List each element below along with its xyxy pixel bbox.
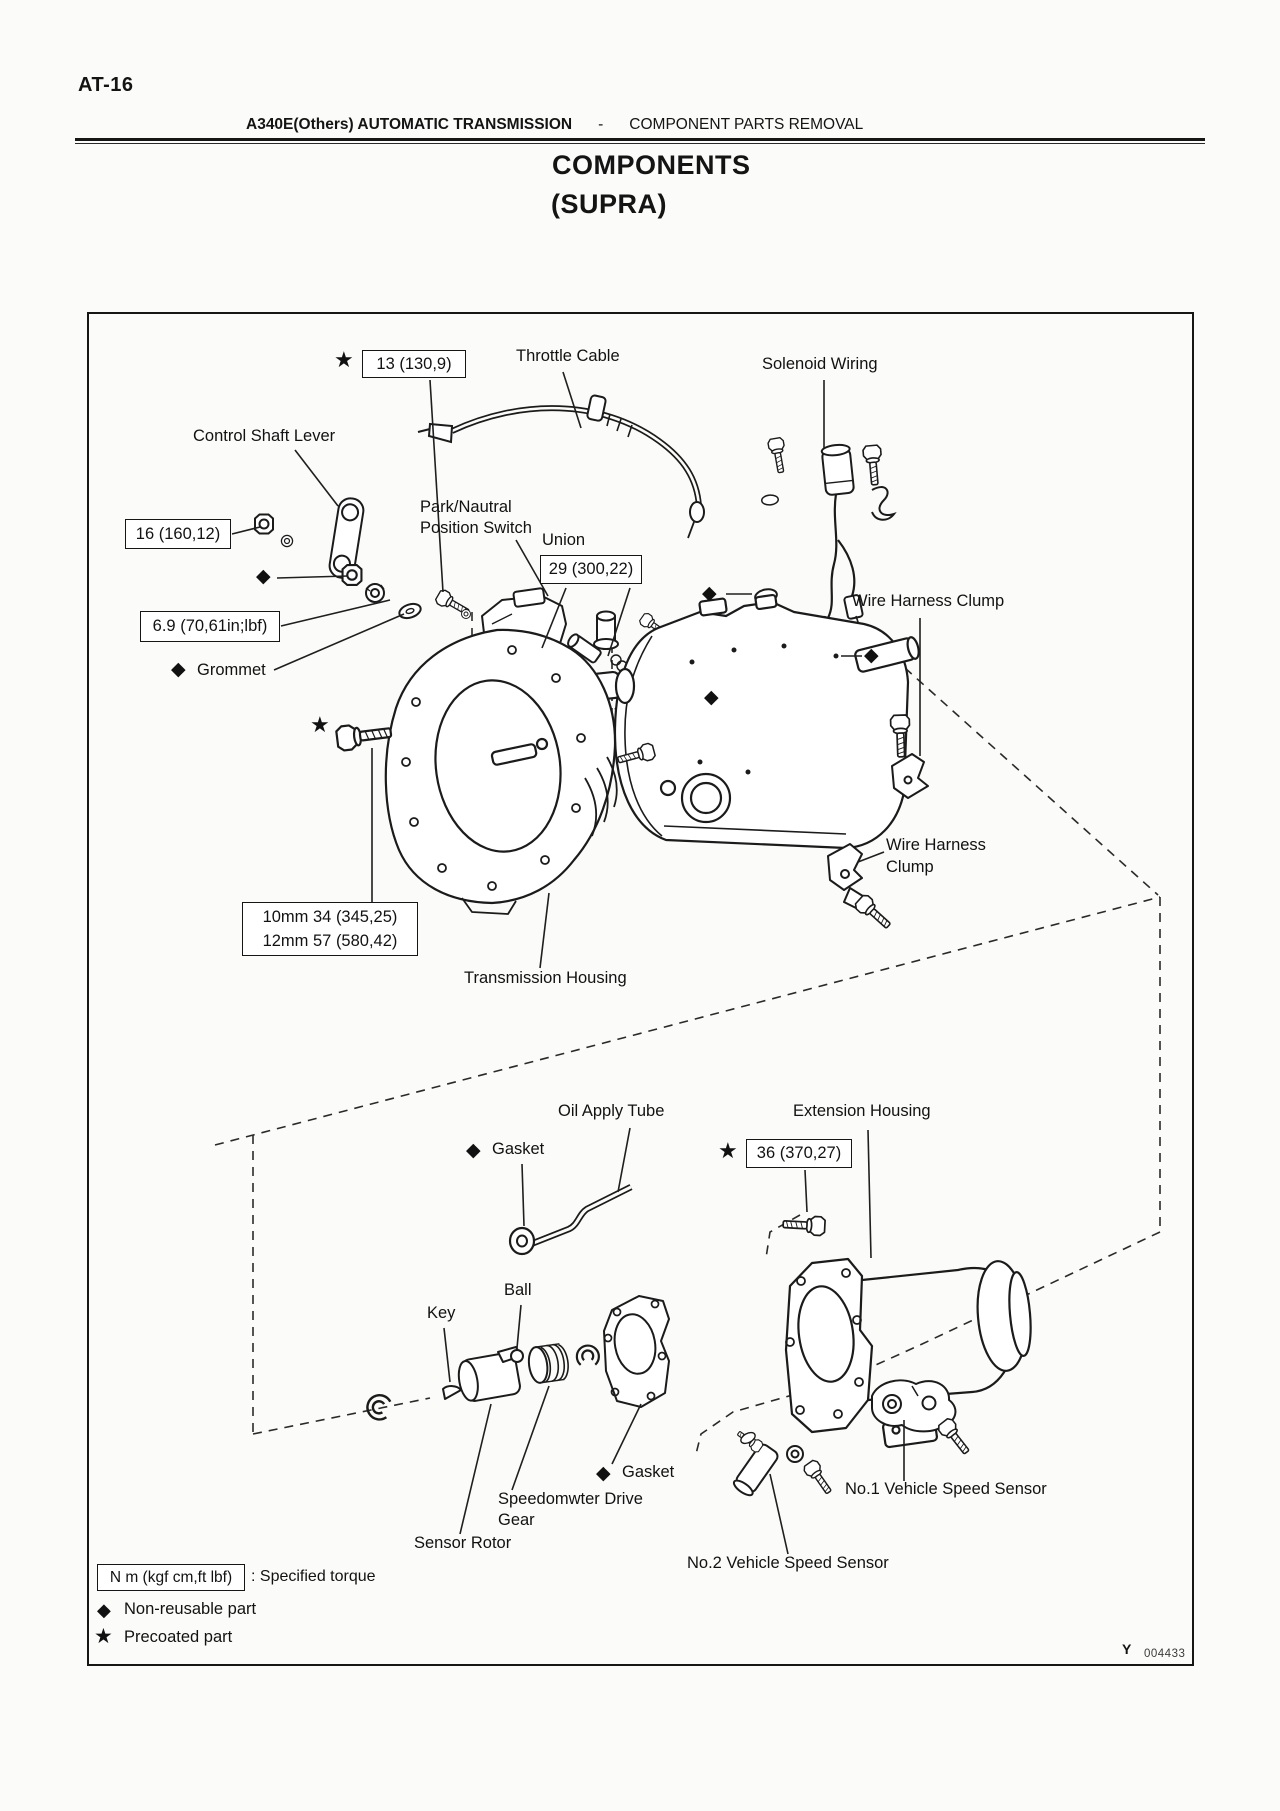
label-sensor-rotor: Sensor Rotor bbox=[414, 1534, 512, 1552]
header-rule bbox=[75, 138, 1205, 144]
page-subtitle: (SUPRA) bbox=[551, 189, 667, 219]
legend-star-icon: ★ bbox=[94, 1625, 113, 1648]
figure-code: 004433 bbox=[1144, 1648, 1186, 1660]
label-speedometer-1: Speedomwter Drive bbox=[498, 1490, 643, 1508]
label-wire-harness-clump: Wire Harness Clump bbox=[852, 592, 1005, 610]
label-speedometer-2: Gear bbox=[498, 1511, 535, 1529]
header-separator: - bbox=[598, 116, 604, 133]
torque-box-16: 16 (160,12) bbox=[125, 519, 231, 549]
label-park-neutral-1: Park/Nautral bbox=[420, 498, 512, 516]
label-solenoid-wiring: Solenoid Wiring bbox=[762, 355, 878, 373]
torque-12mm: 12mm 57 (580,42) bbox=[262, 932, 398, 950]
page-title: COMPONENTS bbox=[552, 150, 751, 180]
page-code: AT-16 bbox=[78, 74, 134, 96]
legend-diamond-icon: ◆ bbox=[97, 1600, 111, 1620]
label-wire-harness-2b: Clump bbox=[886, 858, 934, 876]
non-reusable-diamond-icon: ◆ bbox=[466, 1140, 481, 1161]
non-reusable-diamond-icon: ◆ bbox=[864, 645, 879, 666]
figure-code-prefix: Y bbox=[1122, 1641, 1132, 1657]
legend-torque-desc: : Specified torque bbox=[251, 1568, 376, 1585]
non-reusable-diamond-icon: ◆ bbox=[704, 687, 719, 708]
torque-box-13: 13 (130,9) bbox=[362, 350, 466, 378]
non-reusable-diamond-icon: ◆ bbox=[702, 583, 717, 604]
legend-torque-box: N m (kgf cm,ft lbf) bbox=[97, 1564, 245, 1591]
label-gasket-upper: Gasket bbox=[492, 1140, 545, 1158]
label-key: Key bbox=[427, 1304, 456, 1322]
non-reusable-diamond-icon: ◆ bbox=[171, 659, 186, 680]
label-oil-apply-tube: Oil Apply Tube bbox=[558, 1102, 665, 1120]
header-chapter-title: COMPONENT PARTS REMOVAL bbox=[629, 116, 864, 133]
label-park-neutral-2: Position Switch bbox=[420, 519, 532, 537]
precoated-star-icon: ★ bbox=[310, 712, 330, 737]
non-reusable-diamond-icon: ◆ bbox=[256, 566, 271, 587]
label-extension-housing: Extension Housing bbox=[793, 1102, 931, 1120]
legend-non-reusable: Non-reusable part bbox=[124, 1600, 257, 1618]
torque-box-69: 6.9 (70,61in;lbf) bbox=[140, 611, 280, 642]
diagram-frame bbox=[87, 312, 1194, 1666]
non-reusable-diamond-icon: ◆ bbox=[596, 1463, 611, 1484]
label-transmission-housing: Transmission Housing bbox=[464, 969, 627, 987]
label-wire-harness-2a: Wire Harness bbox=[886, 836, 986, 854]
precoated-star-icon: ★ bbox=[718, 1138, 738, 1163]
header-section-title: A340E(Others) AUTOMATIC TRANSMISSION bbox=[246, 116, 573, 133]
label-control-shaft-lever: Control Shaft Lever bbox=[193, 427, 336, 445]
running-header: A340E(Others) AUTOMATIC TRANSMISSION - COM… bbox=[246, 116, 863, 134]
torque-10mm: 10mm 34 (345,25) bbox=[262, 908, 398, 926]
label-gasket-lower: Gasket bbox=[622, 1463, 675, 1481]
label-no1-speed-sensor: No.1 Vehicle Speed Sensor bbox=[845, 1480, 1047, 1498]
label-no2-speed-sensor: No.2 Vehicle Speed Sensor bbox=[687, 1554, 889, 1572]
label-union: Union bbox=[542, 531, 586, 549]
precoated-star-icon: ★ bbox=[334, 347, 354, 372]
legend-precoated: Precoated part bbox=[124, 1628, 233, 1646]
torque-box-29: 29 (300,22) bbox=[540, 555, 642, 584]
label-throttle-cable: Throttle Cable bbox=[516, 347, 620, 365]
torque-box-36: 36 (370,27) bbox=[746, 1139, 852, 1168]
label-ball: Ball bbox=[504, 1281, 532, 1299]
label-grommet: Grommet bbox=[197, 661, 266, 679]
torque-box-housing-bolts: 10mm 34 (345,25) 12mm 57 (580,42) bbox=[242, 902, 418, 956]
